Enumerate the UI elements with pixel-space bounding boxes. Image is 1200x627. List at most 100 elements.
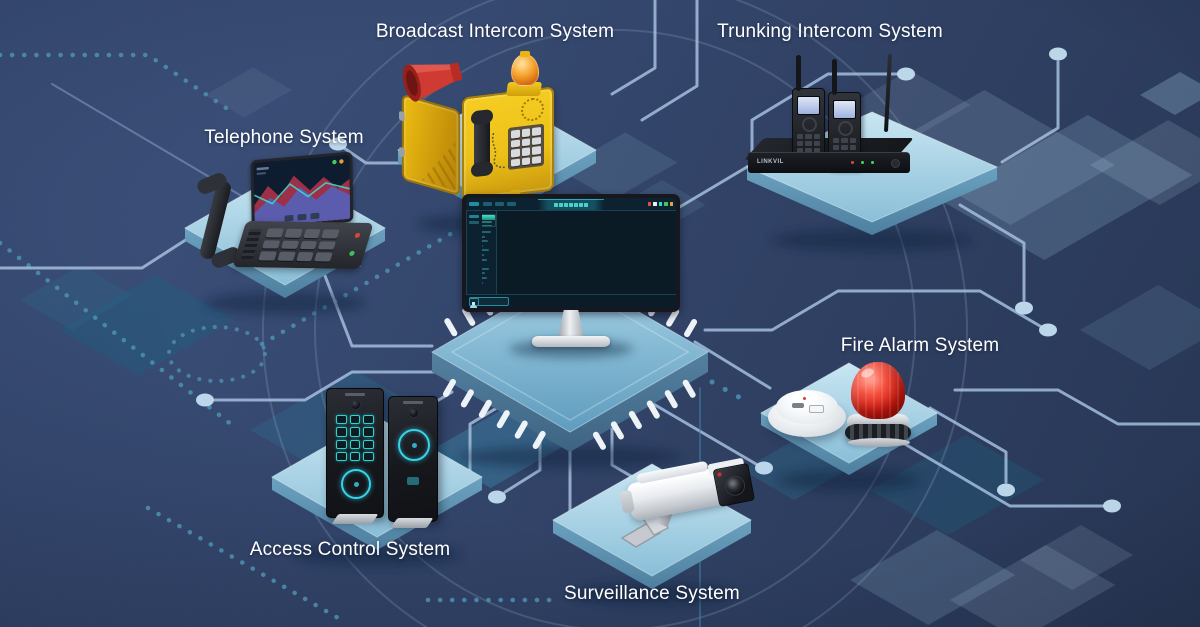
keypad-key (797, 148, 804, 153)
radio-dpad (838, 121, 853, 136)
keypad-key (797, 141, 804, 146)
chip-pin (664, 390, 678, 409)
keypad-key (511, 158, 520, 167)
platform-shadow (293, 544, 461, 566)
chip-pin (684, 318, 698, 338)
radio-screen (797, 96, 820, 115)
deco-tile (940, 115, 1193, 260)
keypad-key (336, 415, 347, 425)
keypad-key (349, 439, 361, 449)
chip-pin (460, 389, 474, 408)
circuit-trace (928, 406, 1008, 484)
chip-bevel (450, 283, 690, 421)
label-telephone-system: Telephone System (204, 127, 364, 148)
enclosure-speaker-icon (521, 96, 544, 123)
chip-pin (666, 308, 680, 327)
monitor-stand (558, 310, 584, 338)
camera-front (712, 462, 756, 508)
surveillance-device (592, 457, 760, 556)
dashboard-header (466, 198, 676, 211)
central-monitor (462, 194, 680, 352)
phone-green-key (348, 250, 356, 256)
keypad-key (532, 155, 541, 165)
radio-screen (833, 100, 856, 119)
avatar-icon (469, 301, 477, 308)
circuit-trace (0, 230, 200, 270)
horn-speaker-icon (397, 47, 466, 106)
keypad-key (532, 145, 541, 155)
keypad-key (317, 240, 337, 250)
platform-shadow (572, 583, 732, 605)
label-surveillance-system: Surveillance System (564, 583, 740, 604)
keypad-key (276, 251, 296, 261)
dashboard-title-plaque (538, 199, 604, 210)
keypad-key (813, 141, 820, 146)
circuit-node (196, 393, 214, 407)
platform-shadow (772, 229, 972, 251)
base-station-front: LINKVIL (748, 152, 910, 173)
door-intercom-panel-reader (388, 396, 438, 528)
keypad-key (841, 145, 848, 150)
chip-pin (496, 410, 510, 429)
title-glyph (584, 202, 588, 208)
orbit-circle (262, 0, 968, 627)
radio-antenna (796, 55, 801, 91)
legend-swatch (664, 202, 668, 206)
enclosure-keypad (508, 123, 544, 170)
dotted-path (259, 230, 455, 347)
circuit-trace (648, 400, 758, 466)
keypad-key (258, 251, 277, 261)
keypad-key (314, 252, 333, 262)
status-led-red (851, 161, 854, 164)
keypad-key (299, 240, 318, 250)
title-glyph (554, 202, 558, 208)
handset-cord (491, 132, 505, 169)
circuit-trace (320, 266, 434, 348)
chip-pin (682, 379, 696, 398)
circuit-trace (640, 0, 699, 122)
phone-body (232, 220, 374, 270)
panel-logo (407, 477, 419, 485)
dotted-path (709, 379, 747, 403)
dashboard-logo (469, 202, 479, 206)
chip-pin (646, 400, 660, 419)
radio-dpad (802, 117, 817, 132)
deco-tile (850, 530, 1016, 625)
keypad-key (511, 148, 520, 158)
telephone-device (193, 150, 385, 271)
camera-body (619, 448, 760, 531)
keypad-key (336, 439, 347, 449)
keypad-key (363, 415, 374, 425)
deco-tile (1080, 285, 1200, 370)
keypad-key (813, 134, 820, 139)
keypad-key (280, 240, 299, 250)
circuit-trace (676, 72, 900, 210)
keypad-key (336, 451, 347, 461)
keypad-key (849, 138, 856, 143)
circuit-node (1103, 499, 1121, 513)
base-station-antenna (883, 53, 893, 133)
label-fire-alarm-system: Fire Alarm System (840, 335, 1000, 356)
dotted-path (0, 52, 235, 115)
label-broadcast-intercom-system: Broadcast Intercom System (375, 21, 615, 42)
telephone-enclosure (462, 86, 554, 207)
keypad-key (833, 145, 840, 150)
broadcast-device (397, 47, 560, 207)
deco-tile (870, 435, 1044, 535)
deco-tile (1020, 525, 1134, 590)
keypad-key (363, 427, 374, 437)
panel-camera-icon (408, 407, 419, 418)
keypad-key (805, 148, 812, 153)
keypad-key (349, 427, 361, 437)
platform-shadow (778, 469, 920, 491)
keypad-key (532, 136, 541, 146)
circuit-node (1039, 323, 1057, 337)
dashboard-search-box (469, 297, 509, 306)
dotted-path (0, 240, 235, 428)
monitor-bezel (462, 194, 680, 312)
deco-tile (205, 67, 292, 118)
legend-swatch (658, 202, 662, 206)
dotted-path (145, 505, 348, 625)
call-button-ring (398, 429, 430, 461)
